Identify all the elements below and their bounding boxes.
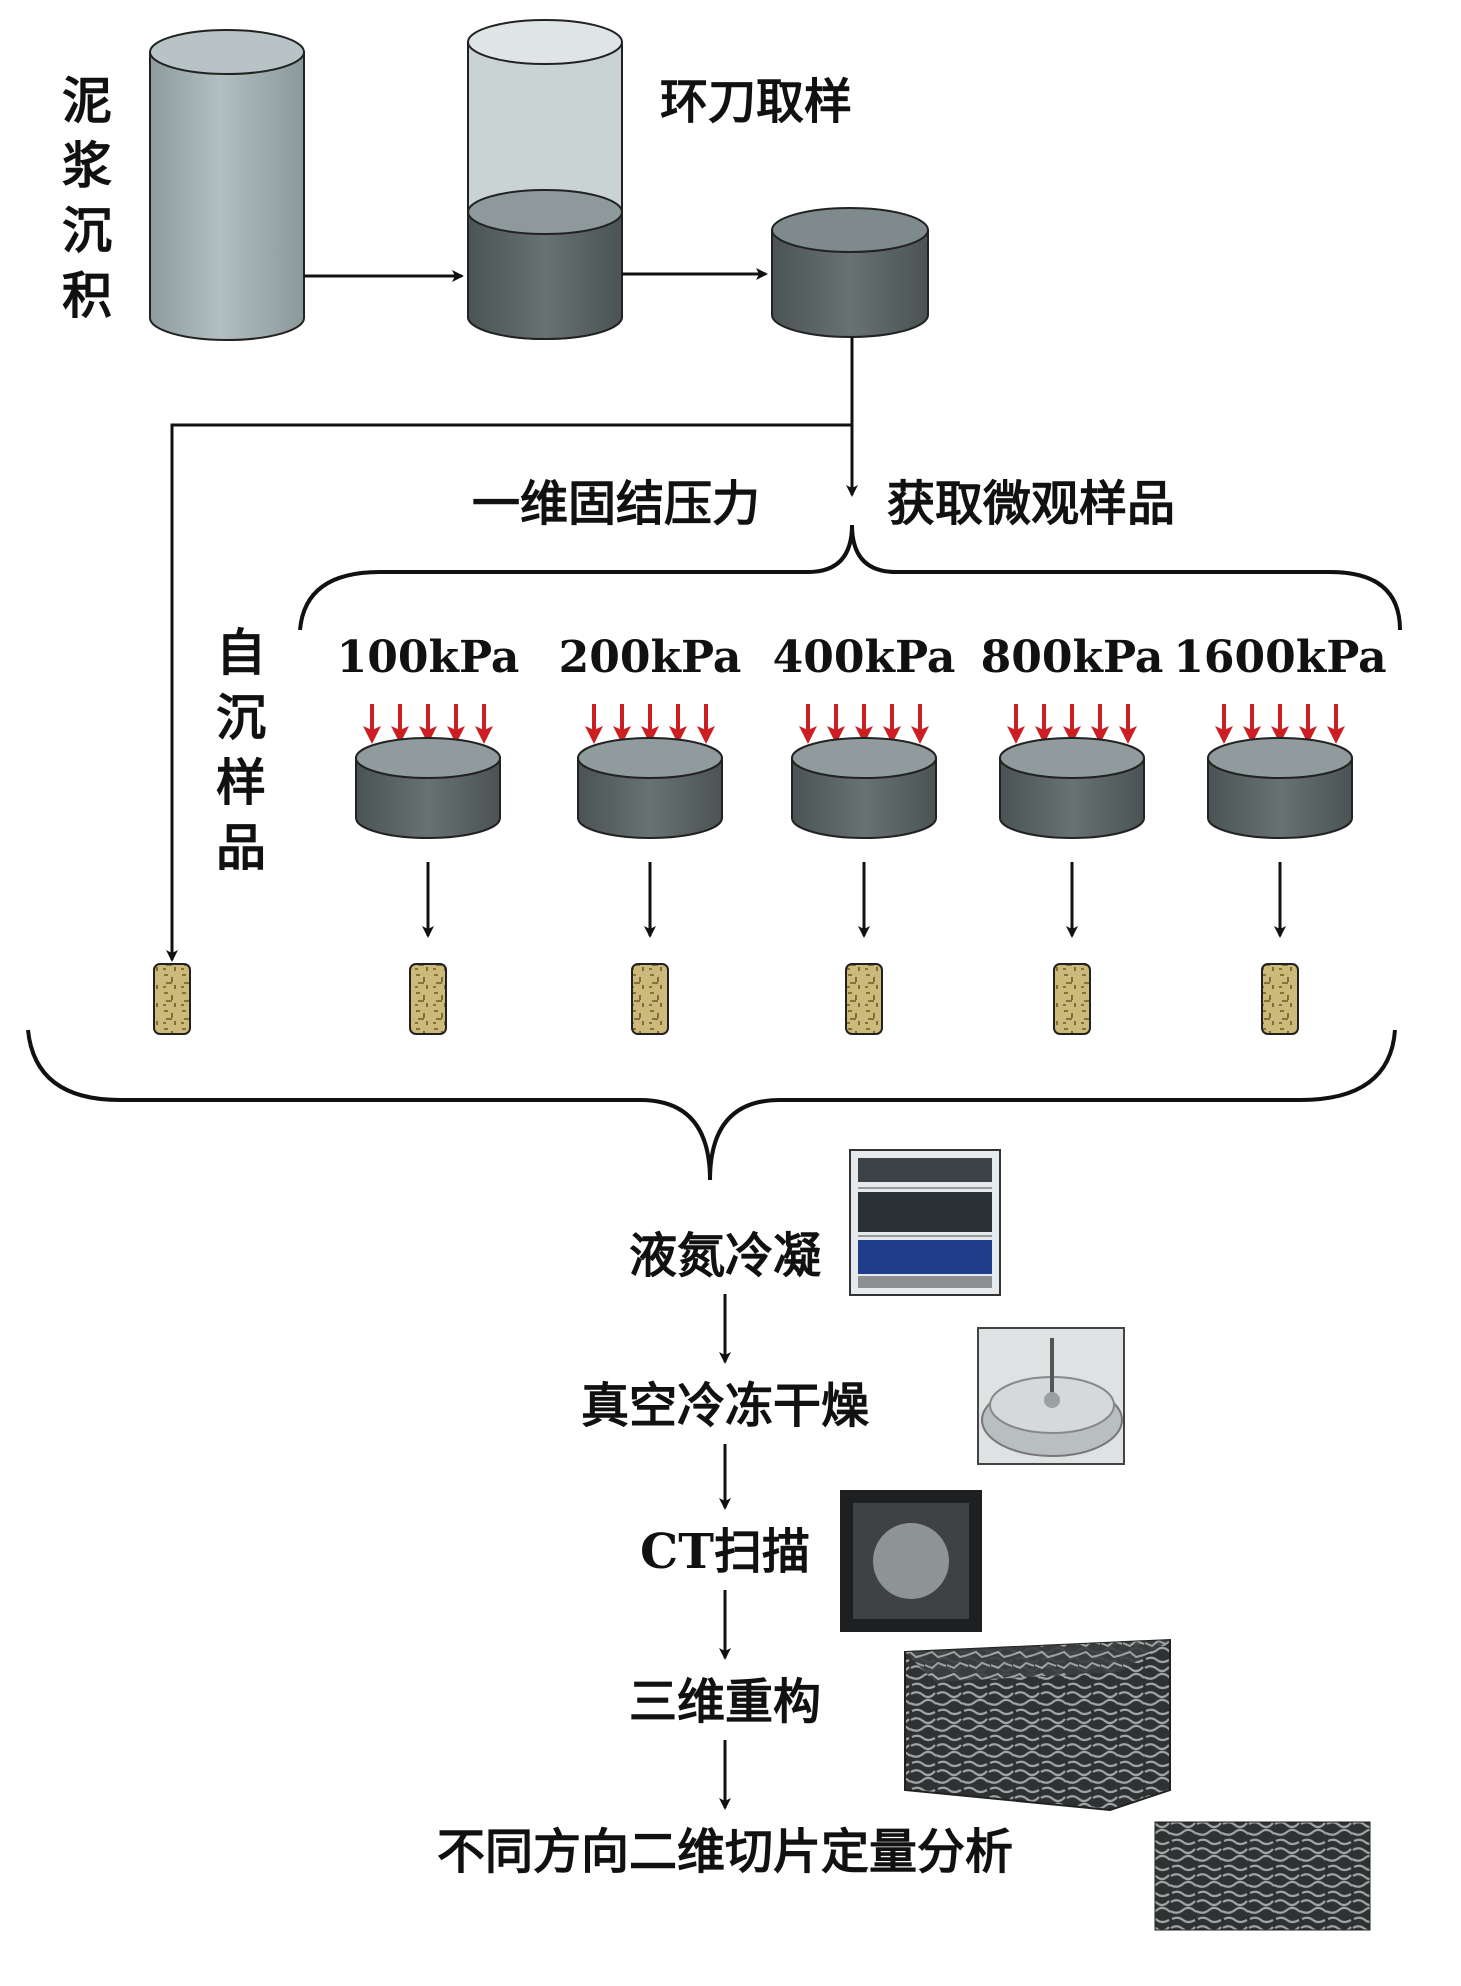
consolidated-sample xyxy=(1207,737,1353,839)
upper-brace xyxy=(298,524,1402,631)
slurry-deposition-label: 泥 浆 沉 积 xyxy=(62,71,112,325)
load-arrows xyxy=(1007,704,1137,744)
micro-core-sample xyxy=(1053,963,1091,1035)
micro-core-sample xyxy=(409,963,447,1035)
connector-to-self-settled xyxy=(166,423,852,962)
svg-text:沉: 沉 xyxy=(216,688,266,747)
svg-text:泥: 泥 xyxy=(62,71,112,130)
step-label: 不同方向二维切片定量分析 xyxy=(437,1824,1013,1880)
pressure-group-100kPa: 100kPa xyxy=(337,632,520,1035)
consolidated-sample xyxy=(999,737,1145,839)
pressure-group-800kPa: 800kPa xyxy=(981,632,1164,1035)
slurry-cylinder xyxy=(149,29,305,341)
consolidation-pressure-label: 一维固结压力 xyxy=(472,476,760,532)
ring-cutter-cylinder xyxy=(467,19,623,340)
self-settled-core-sample xyxy=(153,963,191,1035)
pressure-group-400kPa: 400kPa xyxy=(773,632,956,1035)
svg-text:浆: 浆 xyxy=(62,136,112,195)
step-label: 三维重构 xyxy=(629,1674,821,1730)
step-label: 真空冷冻干燥 xyxy=(581,1378,870,1434)
micro-core-sample xyxy=(1261,963,1299,1035)
svg-text:样: 样 xyxy=(216,753,266,812)
step-label: CT扫描 xyxy=(640,1524,810,1580)
pressure-group-1600kPa: 1600kPa xyxy=(1173,632,1387,1035)
2d-slice-image xyxy=(1154,1821,1371,1931)
pressure-label: 800kPa xyxy=(981,632,1164,683)
consolidated-sample xyxy=(577,737,723,839)
ring-sample xyxy=(771,207,929,338)
freeze-dryer-photo xyxy=(977,1327,1125,1465)
micro-core-sample xyxy=(631,963,669,1035)
svg-text:沉: 沉 xyxy=(62,201,112,260)
pressure-label: 400kPa xyxy=(773,632,956,683)
consolidated-sample xyxy=(355,737,501,839)
step-label: 液氮冷凝 xyxy=(629,1228,821,1284)
consolidated-sample xyxy=(791,737,937,839)
pressure-label: 200kPa xyxy=(559,632,742,683)
svg-text:积: 积 xyxy=(62,266,112,325)
load-arrows xyxy=(585,704,715,744)
pressure-group-200kPa: 200kPa xyxy=(559,632,742,1035)
3d-reconstruction-image xyxy=(904,1638,1171,1812)
load-arrows xyxy=(799,704,929,744)
ct-scan-image xyxy=(840,1490,982,1632)
liquid-nitrogen-rack-photo xyxy=(849,1149,1001,1296)
svg-text:自: 自 xyxy=(216,623,266,682)
pressure-label: 1600kPa xyxy=(1173,632,1386,683)
micro-core-sample xyxy=(845,963,883,1035)
ring-sampling-label: 环刀取样 xyxy=(660,74,852,130)
pressure-label: 100kPa xyxy=(337,632,520,683)
self-settled-label: 自 沉 样 品 xyxy=(216,623,266,877)
load-arrows xyxy=(363,704,493,744)
micro-samples-label: 获取微观样品 xyxy=(887,476,1175,532)
lower-brace xyxy=(26,1029,1397,1181)
load-arrows xyxy=(1215,704,1345,744)
svg-text:品: 品 xyxy=(216,818,266,877)
